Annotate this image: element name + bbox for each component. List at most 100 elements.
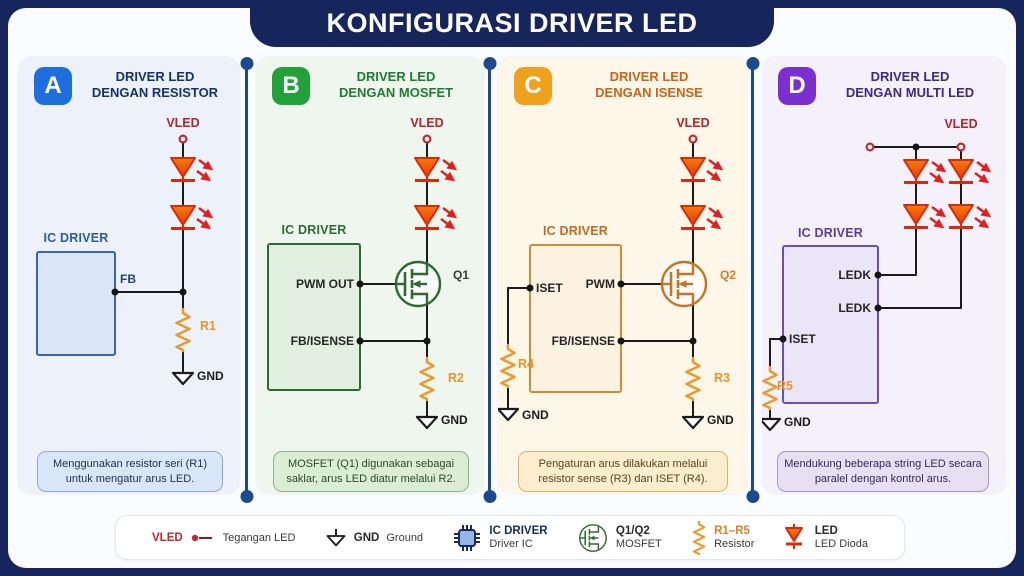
page-title: KONFIGURASI DRIVER LED — [326, 8, 698, 38]
legend-resistor-desc: Resistor — [714, 537, 755, 550]
ledk2-pin-label: LEDK — [838, 301, 871, 315]
vled-label: VLED — [676, 116, 710, 130]
led-diode-icon — [169, 204, 213, 230]
rail-terminal — [865, 142, 875, 152]
legend-item-gnd: GND Ground — [325, 527, 423, 549]
pin-dot — [111, 288, 119, 296]
iset-pin-label: ISET — [536, 281, 563, 295]
resistor-icon — [685, 356, 701, 402]
panel-d-title-line1: DRIVER LED — [870, 69, 950, 84]
gnd-label: GND — [197, 369, 224, 383]
ground-icon — [171, 371, 195, 386]
panel-a: A DRIVER LED DENGAN RESISTOR — [18, 57, 240, 494]
vled-terminal — [956, 142, 966, 152]
ground-icon — [415, 415, 439, 430]
mosfet-icon — [578, 523, 607, 552]
led-diode-icon — [413, 156, 457, 182]
led-diode-icon — [169, 156, 213, 182]
led-diode-icon — [413, 204, 457, 230]
vled-terminal — [178, 134, 188, 144]
fb-pin-label: FB — [120, 272, 136, 286]
panel-d-title: DRIVER LED DENGAN MULTI LED — [818, 69, 1002, 101]
vled-terminal — [688, 134, 698, 144]
ledk1-pin-label: LEDK — [838, 268, 871, 282]
junction-dot — [423, 337, 431, 345]
gnd-label: GND — [784, 415, 811, 429]
pin-dot — [779, 335, 787, 343]
panel-a-circuit — [36, 134, 213, 386]
gnd-label-right: GND — [707, 413, 734, 427]
ground-icon — [326, 528, 346, 546]
ground-icon — [681, 415, 705, 430]
panel-c: C DRIVER LED DENGAN ISENSE — [498, 57, 748, 494]
r3-label: R3 — [714, 371, 730, 385]
legend-ic-desc: Driver IC — [489, 537, 533, 550]
legend-gnd-name: GND — [353, 531, 380, 544]
legend-resistor-name: R1–R5 — [714, 524, 750, 537]
legend-bar: VLED Tegangan LED GND Ground — [115, 515, 905, 560]
led-diode-icon — [947, 203, 991, 229]
resistor-icon — [500, 343, 516, 389]
panel-a-title-line2: DENGAN RESISTOR — [91, 85, 219, 100]
r5-label: R5 — [777, 379, 793, 393]
vled-terminal-icon — [191, 534, 212, 541]
panel-c-badge: C — [514, 67, 552, 105]
ic-driver-box-d — [782, 245, 879, 404]
pin-dot — [617, 280, 625, 288]
panel-c-title-line2: DENGAN ISENSE — [595, 85, 703, 100]
q1-label: Q1 — [453, 268, 470, 282]
pin-dot — [617, 337, 625, 345]
led-diode-icon — [679, 204, 723, 230]
ic-driver-box-b — [267, 243, 361, 391]
r4-label: R4 — [518, 357, 534, 371]
ic-driver-label: IC DRIVER — [43, 231, 109, 245]
panel-b-circuit — [267, 134, 457, 430]
legend-mosfet-desc: MOSFET — [615, 537, 662, 550]
ic-driver-box-a — [36, 251, 116, 356]
resistor-icon — [419, 356, 435, 402]
pin-dot — [356, 280, 364, 288]
vled-label: VLED — [410, 116, 444, 130]
r2-label: R2 — [448, 371, 464, 385]
legend-vled-desc: Tegangan LED — [222, 531, 296, 544]
panel-a-badge: A — [34, 67, 72, 105]
led-diode-icon — [784, 523, 803, 549]
ground-icon — [762, 417, 782, 432]
panel-b-title: DRIVER LED DENGAN MOSFET — [312, 69, 480, 101]
pwm-pin-label: PWM — [585, 277, 615, 291]
legend-gnd-desc: Ground — [386, 531, 424, 544]
panel-a-description: Menggunakan resistor seri (R1) untuk men… — [37, 451, 223, 493]
gnd-label-left: GND — [522, 408, 549, 422]
vled-label: VLED — [944, 117, 978, 131]
divider-b-c — [488, 63, 491, 497]
resistor-icon — [692, 520, 706, 555]
pin-dot — [874, 271, 882, 279]
junction-dot — [689, 337, 697, 345]
panel-a-title-line1: DRIVER LED — [115, 69, 195, 84]
led-diode-icon — [902, 158, 946, 184]
legend-item-mosfet: Q1/Q2 MOSFET — [577, 522, 662, 554]
divider-a-b — [245, 63, 248, 497]
junction-dot — [912, 143, 920, 151]
legend-led-desc: LED Dioda — [814, 537, 868, 550]
pin-dot — [874, 304, 882, 312]
ic-driver-label: IC DRIVER — [542, 224, 608, 238]
legend-led-name: LED — [814, 524, 838, 537]
legend-ic-name: IC DRIVER — [489, 524, 548, 537]
legend-vled-name: VLED — [152, 531, 183, 544]
gnd-label: GND — [441, 413, 468, 427]
legend-item-ic-driver: IC DRIVER Driver IC — [452, 523, 548, 553]
panel-b-title-line1: DRIVER LED — [356, 69, 436, 84]
content-area: A DRIVER LED DENGAN RESISTOR — [8, 8, 1016, 568]
resistor-icon — [175, 307, 191, 353]
panel-a-title: DRIVER LED DENGAN RESISTOR — [74, 69, 236, 101]
fb-isense-pin-label: FB/ISENSE — [290, 334, 354, 348]
panel-c-title: DRIVER LED DENGAN ISENSE — [554, 69, 744, 101]
divider-c-d — [751, 63, 754, 497]
legend-item-vled: VLED Tegangan LED — [152, 532, 295, 544]
ic-driver-label: IC DRIVER — [281, 223, 347, 237]
r1-label: R1 — [200, 319, 216, 333]
title-banner: KONFIGURASI DRIVER LED — [250, 0, 774, 47]
pwm-out-pin-label: PWM OUT — [296, 277, 354, 291]
